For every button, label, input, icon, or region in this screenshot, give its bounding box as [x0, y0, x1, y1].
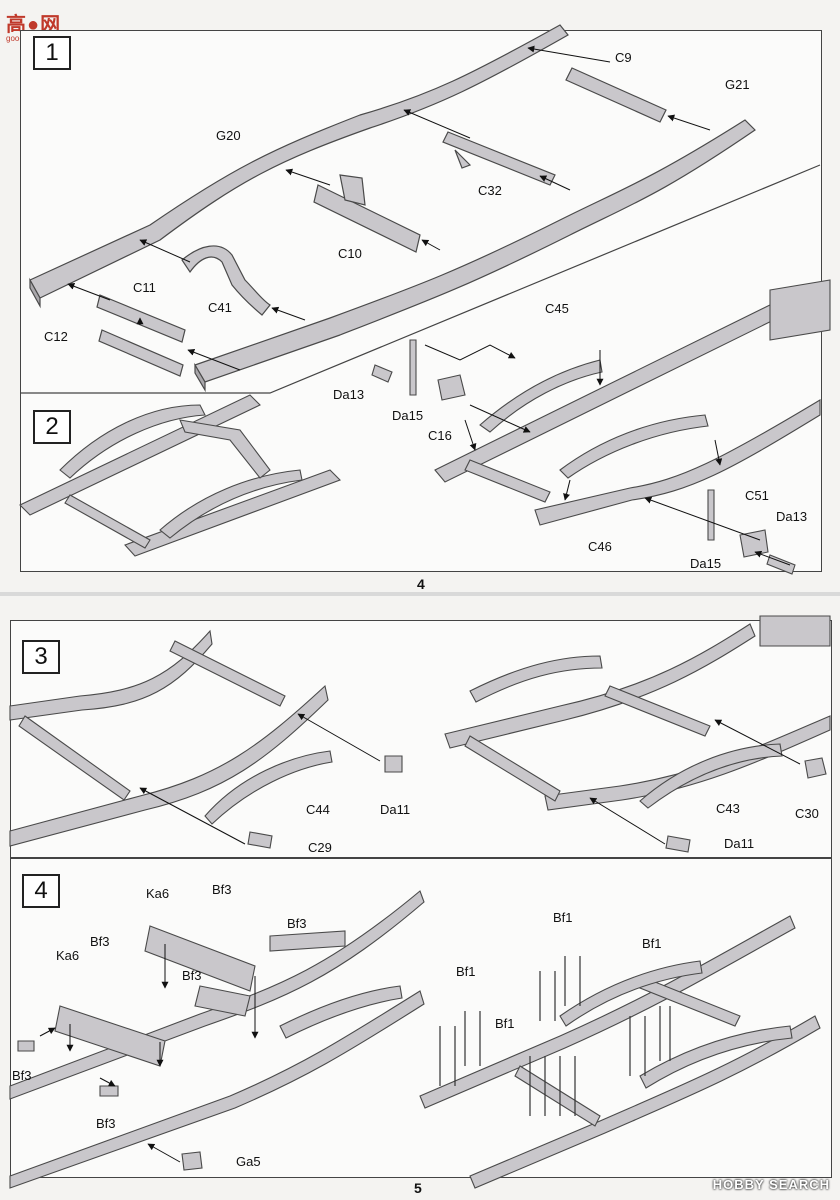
- part-label-c41: C41: [208, 300, 232, 315]
- step2-chassis-view: [371, 279, 831, 575]
- part-label-bf3-c: Bf3: [287, 916, 307, 931]
- part-label-bf3-e: Bf3: [12, 1068, 32, 1083]
- part-label-c11: C11: [133, 280, 156, 295]
- page-number-5: 5: [414, 1180, 422, 1196]
- instruction-page-5: 3 4 C44 Da11 C29 C43 C30 Da11 Ka6 Bf3 Ka…: [0, 596, 840, 1200]
- part-label-g21: G21: [725, 77, 750, 92]
- part-label-da13-a: Da13: [333, 387, 365, 402]
- step-number-3: 3: [22, 640, 60, 674]
- part-label-c16: C16: [428, 428, 452, 443]
- part-c41: [181, 245, 271, 316]
- step-number-4: 4: [22, 874, 60, 908]
- part-label-bf3-f: Bf3: [96, 1116, 116, 1131]
- step-number-2: 2: [33, 410, 71, 444]
- instruction-page-4: 高●网 goo-shop.com: [0, 0, 840, 592]
- part-label-c10: C10: [338, 246, 362, 261]
- part-label-ka6-b: Ka6: [146, 886, 170, 901]
- frame-rail-g20: [29, 24, 569, 309]
- step3-right-chassis: [444, 615, 831, 853]
- part-label-g20: G20: [216, 128, 241, 143]
- step3-left-chassis: [9, 629, 403, 849]
- part-label-c44: C44: [306, 802, 330, 817]
- part-label-ga5: Ga5: [236, 1154, 261, 1169]
- step-number-1: 1: [33, 36, 71, 70]
- part-c32: [442, 131, 556, 186]
- part-c9: [565, 67, 667, 123]
- hobby-search-logo: HOBBY SEARCH: [712, 1177, 830, 1192]
- part-label-da15-a: Da15: [392, 408, 424, 423]
- part-label-bf3-a: Bf3: [90, 934, 110, 949]
- step-frame-4: [10, 858, 832, 1178]
- step3-4-drawing: [9, 615, 831, 1189]
- step2-assembled-view: [19, 394, 341, 557]
- part-label-da13-b: Da13: [776, 509, 808, 524]
- part-label-bf1-b: Bf1: [642, 936, 662, 951]
- part-label-c45: C45: [545, 301, 569, 316]
- part-c10: [313, 174, 421, 253]
- u-bolt-set: [439, 956, 671, 1116]
- part-label-c9: C9: [615, 50, 632, 65]
- part-label-bf1-c: Bf1: [456, 964, 476, 979]
- part-c12: [98, 329, 184, 377]
- page-number-4: 4: [417, 576, 425, 592]
- part-label-c29: C29: [308, 840, 332, 855]
- part-label-bf3-b: Bf3: [212, 882, 232, 897]
- part-label-ka6-a: Ka6: [56, 948, 80, 963]
- frame-rail-g21: [194, 119, 756, 393]
- part-label-bf1-d: Bf1: [495, 1016, 515, 1031]
- part-label-c51: C51: [745, 488, 769, 503]
- part-label-da11-b: Da11: [724, 836, 755, 851]
- part-label-da11-a: Da11: [380, 802, 411, 817]
- part-label-c46: C46: [588, 539, 612, 554]
- part-label-bf3-d: Bf3: [182, 968, 202, 983]
- part-label-c30: C30: [795, 806, 819, 821]
- part-label-c32: C32: [478, 183, 502, 198]
- part-label-da15-b: Da15: [690, 556, 722, 571]
- step1-2-drawing: [19, 24, 831, 575]
- part-label-c43: C43: [716, 801, 740, 816]
- step4-left-chassis: [9, 890, 425, 1189]
- part-label-c12: C12: [44, 329, 68, 344]
- part-label-bf1-a: Bf1: [553, 910, 573, 925]
- step4-right-chassis: [419, 915, 821, 1189]
